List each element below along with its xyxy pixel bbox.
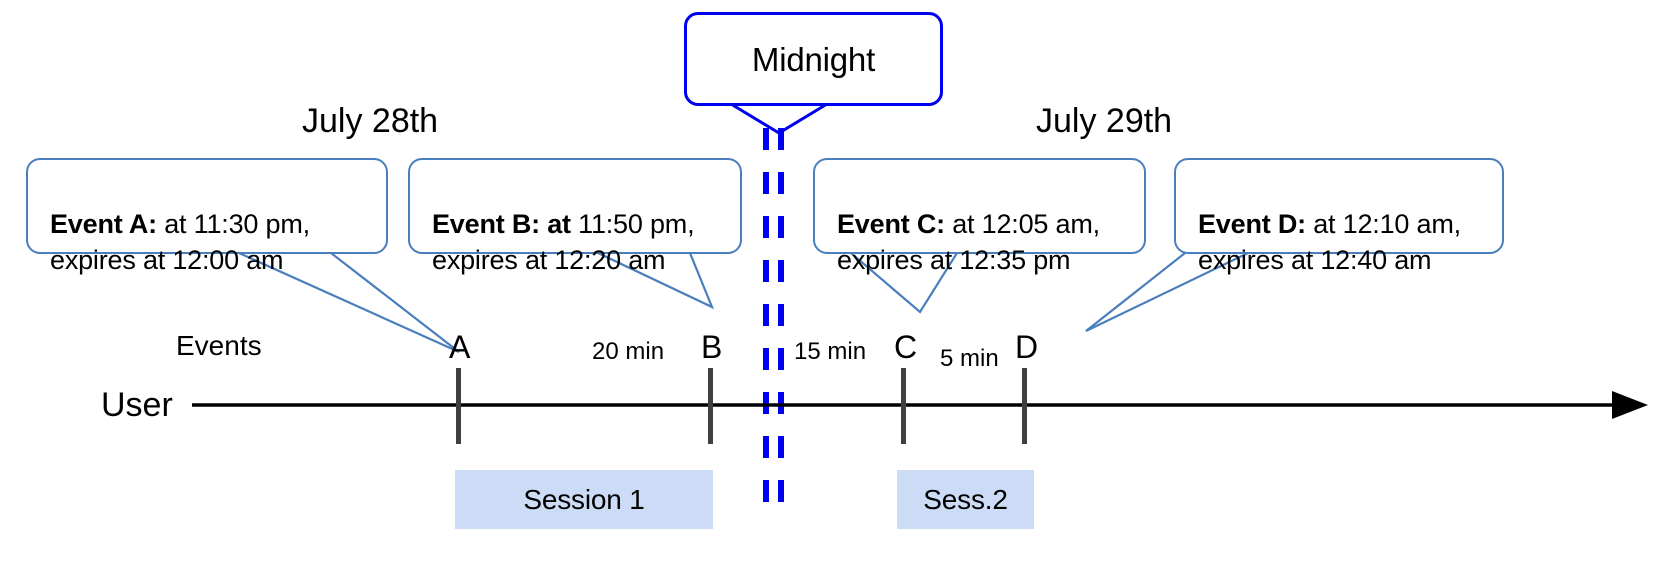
callout-event-d-text: at 12:10 am, expires at 12:40 am: [1198, 209, 1461, 275]
callout-event-d-bold: Event D:: [1198, 209, 1306, 239]
timeline-axis: [192, 391, 1648, 419]
callout-event-a: Event A: at 11:30 pm, expires at 12:00 a…: [26, 158, 388, 275]
session-2-label: Sess.2: [923, 483, 1008, 515]
timeline-marker-a: [456, 368, 461, 444]
timeline-marker-d: [1022, 368, 1027, 444]
callout-event-c-bold: Event C:: [837, 209, 945, 239]
marker-label-a: A: [449, 329, 471, 365]
marker-label-b: B: [701, 329, 723, 365]
callout-event-c-text: at 12:05 am, expires at 12:35 pm: [837, 209, 1100, 275]
callout-event-b: Event B: at 11:50 pm, expires at 12:20 a…: [408, 158, 742, 275]
midnight-callout: Midnight: [684, 12, 943, 106]
session-box-2: Sess.2: [897, 470, 1034, 529]
interval-label-5min: 5 min: [940, 345, 999, 372]
marker-label-d: D: [1015, 329, 1039, 365]
date-label-july-28: July 28th: [302, 102, 439, 140]
callout-event-c: Event C: at 12:05 am, expires at 12:35 p…: [813, 158, 1146, 275]
timeline-marker-b: [708, 368, 713, 444]
events-row-label: Events: [176, 330, 262, 361]
callout-event-a-bold: Event A:: [50, 209, 157, 239]
date-label-july-29: July 29th: [1036, 102, 1173, 140]
midnight-callout-tail: [730, 102, 828, 135]
interval-label-15min: 15 min: [794, 338, 867, 365]
midnight-dashed-line: [763, 128, 784, 522]
callout-event-b-bold: Event B: at: [432, 209, 571, 239]
session-1-label: Session 1: [523, 483, 645, 515]
midnight-label: Midnight: [751, 40, 876, 78]
interval-label-20min: 20 min: [592, 338, 665, 365]
callout-event-a-text: at 11:30 pm, expires at 12:00 am: [50, 209, 310, 275]
timeline-marker-c: [901, 368, 906, 444]
user-row-label: User: [101, 386, 173, 424]
callout-event-b-text: 11:50 pm, expires at 12:20 am: [432, 209, 695, 275]
marker-label-c: C: [894, 329, 918, 365]
session-box-1: Session 1: [455, 470, 713, 529]
callout-event-d: Event D: at 12:10 am, expires at 12:40 a…: [1174, 158, 1504, 275]
